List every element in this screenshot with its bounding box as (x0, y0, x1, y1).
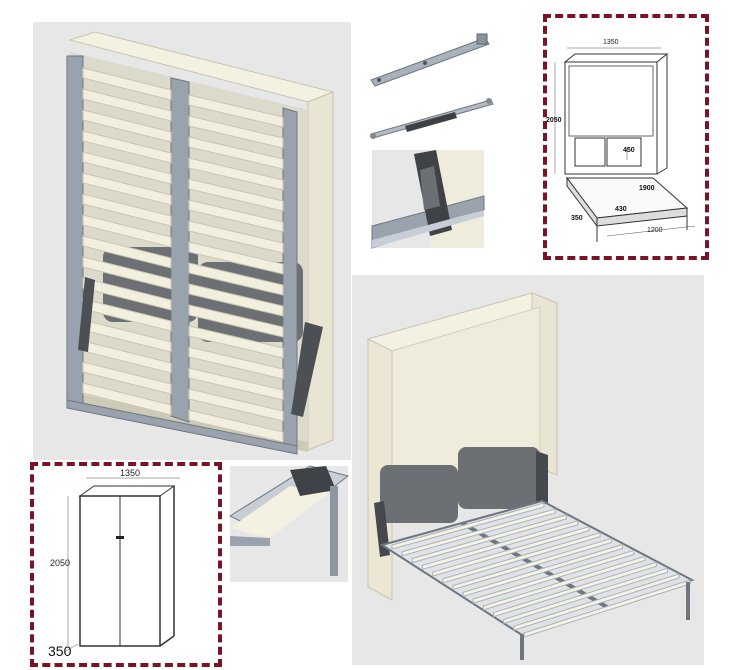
slat (188, 157, 284, 191)
slat (503, 567, 669, 625)
cab-height-label: 2050 (50, 558, 70, 568)
slat (188, 409, 284, 443)
bed-slats (391, 502, 691, 638)
dim-depth-label: 350 (571, 215, 583, 222)
dim-headboard-label: 450 (623, 147, 635, 154)
cab-depth-label: 350 (48, 643, 72, 659)
slats-left (82, 67, 172, 416)
dim-leg-label: 430 (615, 206, 627, 213)
slat (82, 172, 172, 206)
slat (188, 304, 284, 338)
slat (82, 277, 172, 311)
slat (188, 325, 284, 359)
slat (82, 193, 172, 227)
slat (493, 561, 657, 618)
slat (188, 346, 284, 380)
slats-right (188, 94, 284, 443)
slat (82, 151, 172, 185)
dim-height-label: 2050 (546, 117, 562, 124)
slat (411, 514, 567, 564)
slat (391, 502, 545, 550)
slat (82, 214, 172, 248)
corner-closeup-render (228, 465, 350, 582)
slat (188, 283, 284, 317)
slat (188, 178, 284, 212)
closed-cabinet-dimension-drawing: 1350 2050 350 (30, 462, 222, 667)
slat (188, 136, 284, 170)
slat (82, 67, 172, 101)
slat (82, 382, 172, 416)
cab-width-label: 1350 (120, 468, 140, 478)
open-bed-dimension-drawing: 1350 2050 450 1900 350 430 1200 (543, 14, 709, 260)
hinge-closeup-render (371, 150, 485, 249)
slat (82, 235, 172, 269)
slat (452, 537, 612, 591)
slat (82, 130, 172, 164)
slat (82, 361, 172, 395)
slat (462, 543, 624, 598)
dim-bed-width-label: 1200 (647, 227, 663, 234)
open-bed-render-panel (352, 275, 704, 665)
slat (188, 241, 284, 275)
dim-bed-length-label: 1900 (639, 185, 655, 192)
slat (188, 115, 284, 149)
slat (188, 367, 284, 401)
slat (82, 109, 172, 143)
slat (482, 555, 646, 611)
slat (442, 531, 601, 584)
mechanism-rails-render (365, 30, 495, 140)
slat (472, 549, 635, 604)
slat (82, 88, 172, 122)
slat (188, 220, 284, 254)
slat (188, 388, 284, 422)
closed-bed-render-panel (33, 22, 351, 460)
closed-bed-render (66, 31, 335, 455)
slat (82, 256, 172, 290)
dim-width-label: 1350 (603, 39, 619, 46)
slat (188, 262, 284, 296)
slat (401, 508, 556, 557)
slat (188, 199, 284, 233)
slat (513, 573, 680, 631)
open-bed-render (366, 292, 695, 660)
slat (188, 94, 284, 128)
slat (432, 526, 590, 577)
slat (421, 520, 579, 570)
